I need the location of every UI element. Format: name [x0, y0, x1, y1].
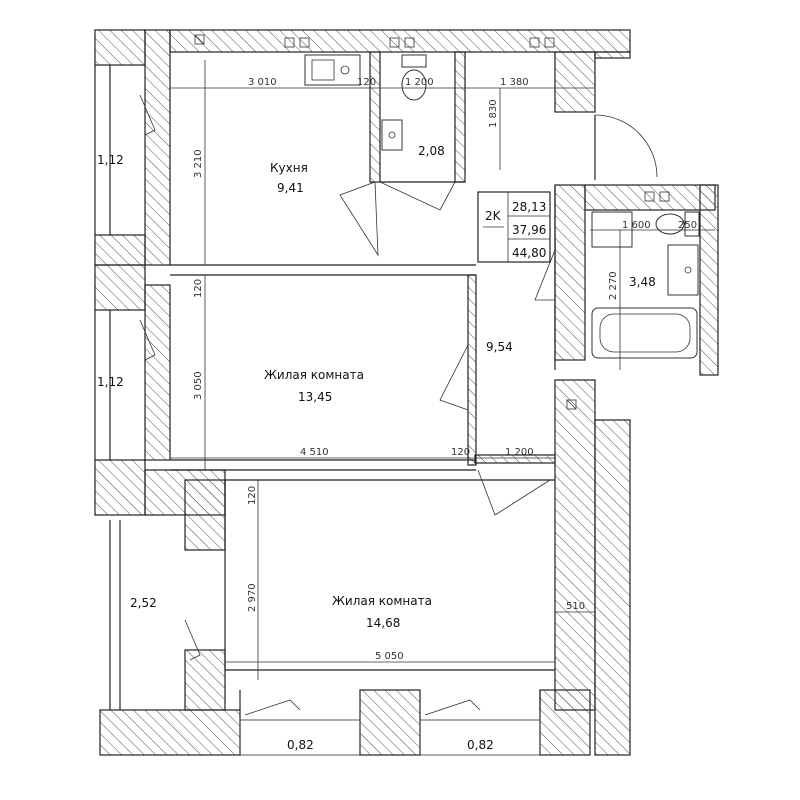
dim-wall-120-b: 120 [247, 486, 258, 505]
lower-left-wall [184, 479, 226, 551]
total-with-balconies-value: 44,80 [512, 246, 546, 260]
dim-bath-gap: 250 [678, 220, 697, 231]
dim-wc-width: 1 200 [405, 77, 434, 88]
washbasin-icon [381, 119, 403, 151]
living1-area: 13,45 [298, 390, 332, 404]
loggia-mid-area: 1,12 [97, 375, 124, 389]
living2-area: 14,68 [366, 616, 400, 630]
sink-icon [304, 54, 361, 86]
balcony-right-area: 0,82 [467, 738, 494, 752]
dim-living1-height: 3 050 [193, 371, 204, 400]
wc-hall-wall [454, 51, 466, 183]
bath-washbasin-icon [667, 244, 699, 296]
dim-living2-height: 2 970 [247, 583, 258, 612]
living1-door [439, 344, 469, 411]
dim-bath-height: 2 270 [608, 271, 619, 300]
bottom-wall-left [99, 709, 241, 756]
balcony-door-2 [424, 699, 481, 716]
dim-hall-top-width: 1 380 [500, 77, 529, 88]
living1-right-wall [467, 274, 477, 466]
toilet-icon [401, 54, 427, 101]
dim-corridor-width: 1 200 [505, 447, 534, 458]
bathroom-area: 3,48 [629, 275, 656, 289]
loggia-top-frame-a [94, 29, 146, 66]
living2-door [477, 469, 551, 516]
apartment-type: 2K [485, 209, 502, 223]
loggia-door-3 [184, 619, 201, 661]
left-wall-mid [144, 284, 171, 461]
balcony-left-area: 0,82 [287, 738, 314, 752]
room-labels: Кухня 9,41 2,08 3,48 9,54 Жилая комната … [97, 144, 656, 752]
bathtub-icon [591, 307, 698, 359]
top-right-wall-ext [594, 51, 631, 59]
entrance-door-arc [594, 114, 658, 178]
vent-icon [284, 37, 295, 48]
dim-kitchen-width: 3 010 [248, 77, 277, 88]
room-outlines [94, 65, 556, 756]
wc-area: 2,08 [418, 144, 445, 158]
bath-door [534, 249, 556, 301]
dimension-texts: 3 010 120 1 200 1 380 3 210 1 830 1 600 … [193, 77, 697, 662]
top-right-wall [554, 51, 596, 113]
dimension-lines [170, 60, 715, 680]
vent-icon [529, 37, 540, 48]
dim-kitchen-height: 3 210 [193, 149, 204, 178]
fixtures [304, 54, 700, 359]
washer-icon [591, 211, 633, 248]
loggia-side-area: 2,52 [130, 596, 157, 610]
total-area-value: 37,96 [512, 223, 546, 237]
lower-left-wall-b [184, 649, 226, 711]
vent-icon [659, 191, 670, 202]
living2-name: Жилая комната [332, 594, 432, 608]
dim-gap-a: 120 [357, 77, 376, 88]
kitchen-name: Кухня [270, 161, 308, 175]
balcony-door-1 [244, 699, 301, 716]
vent-icon [389, 37, 400, 48]
left-wall-top [144, 29, 171, 266]
walls [94, 29, 719, 756]
apartment-summary: 2K 28,13 37,96 44,80 [477, 191, 551, 263]
dim-living1-width: 4 510 [300, 447, 329, 458]
vent-icons [194, 34, 670, 410]
dim-wall-120-a: 120 [193, 279, 204, 298]
loggia-door-2 [139, 319, 156, 361]
right-wall-outer [594, 419, 631, 756]
bath-wall-right [699, 184, 719, 376]
vent-icon [544, 37, 555, 48]
kitchen-wc-wall [369, 51, 381, 183]
living1-name: Жилая комната [264, 368, 364, 382]
dim-wc-height: 1 830 [488, 99, 499, 128]
loggia-top-area: 1,12 [97, 153, 124, 167]
vent-icon [404, 37, 415, 48]
loggia-door-1 [139, 94, 156, 136]
hall-area: 9,54 [486, 340, 513, 354]
corridor-wall [474, 454, 556, 464]
living-area-value: 28,13 [512, 200, 546, 214]
vent-icon [299, 37, 310, 48]
loggia-mid-frame-a [94, 264, 146, 311]
vent-icon [194, 34, 205, 45]
doors [139, 94, 658, 716]
loggia-top-frame-b [94, 234, 146, 266]
bottom-wall-mid [359, 689, 421, 756]
loggia-mid-frame-b [94, 459, 146, 516]
bath-wall-top [584, 184, 716, 211]
kitchen-door [339, 181, 379, 257]
dim-side-510: 510 [566, 601, 585, 612]
kitchen-area: 9,41 [277, 181, 304, 195]
vent-icon [566, 399, 577, 410]
bath-wall-left [554, 184, 586, 361]
vent-icon [644, 191, 655, 202]
right-wall-lower [554, 379, 596, 711]
top-wall [169, 29, 631, 53]
wc-door [379, 181, 456, 211]
dim-bath-width: 1 600 [622, 220, 651, 231]
dim-gap-b: 120 [451, 447, 470, 458]
dim-living2-width: 5 050 [375, 651, 404, 662]
